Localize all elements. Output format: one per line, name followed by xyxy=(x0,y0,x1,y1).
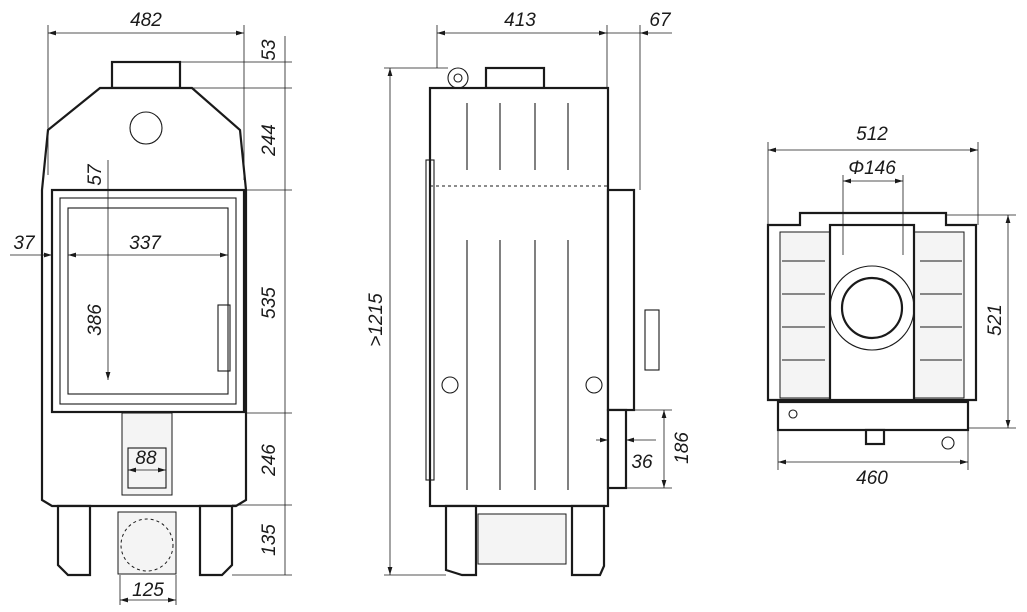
door-frame xyxy=(50,188,246,414)
dim-roof-height: 244 xyxy=(259,124,280,157)
dim-collar-height: 53 xyxy=(259,39,280,61)
dim-base-width: 460 xyxy=(856,468,888,489)
dim-flue-diameter: Φ146 xyxy=(848,158,896,179)
dim-total-height: >1215 xyxy=(366,293,387,347)
dim-top-depth: 521 xyxy=(985,304,1006,336)
top-view: 512 Φ146 521 460 xyxy=(766,124,1016,489)
glass xyxy=(67,207,229,395)
dim-door-height: 535 xyxy=(259,287,280,319)
dim-glass-top: 57 xyxy=(85,163,106,186)
side-view: 413 67 >1215 186 36 xyxy=(366,10,693,577)
dim-duct: 125 xyxy=(132,580,164,601)
flue-outlet-icon xyxy=(129,111,163,145)
dim-depth: 413 xyxy=(504,10,536,31)
dim-glass-width: 337 xyxy=(129,233,162,254)
dim-leg-height: 135 xyxy=(259,524,280,556)
dim-base-height: 246 xyxy=(259,444,280,477)
dim-air-inlet: 88 xyxy=(135,448,157,469)
dim-air-box-depth: 36 xyxy=(631,452,653,473)
dim-top-width: 512 xyxy=(856,124,888,145)
side-body xyxy=(428,86,610,508)
front-view: 482 53 244 535 246 135 57 37 337 386 88 … xyxy=(10,10,292,605)
dim-handle-offset: 67 xyxy=(649,10,672,31)
dim-air-box-height: 186 xyxy=(672,432,693,464)
dim-width: 482 xyxy=(130,10,162,31)
dim-frame-side: 37 xyxy=(13,233,36,254)
dim-glass-height: 386 xyxy=(85,304,106,336)
